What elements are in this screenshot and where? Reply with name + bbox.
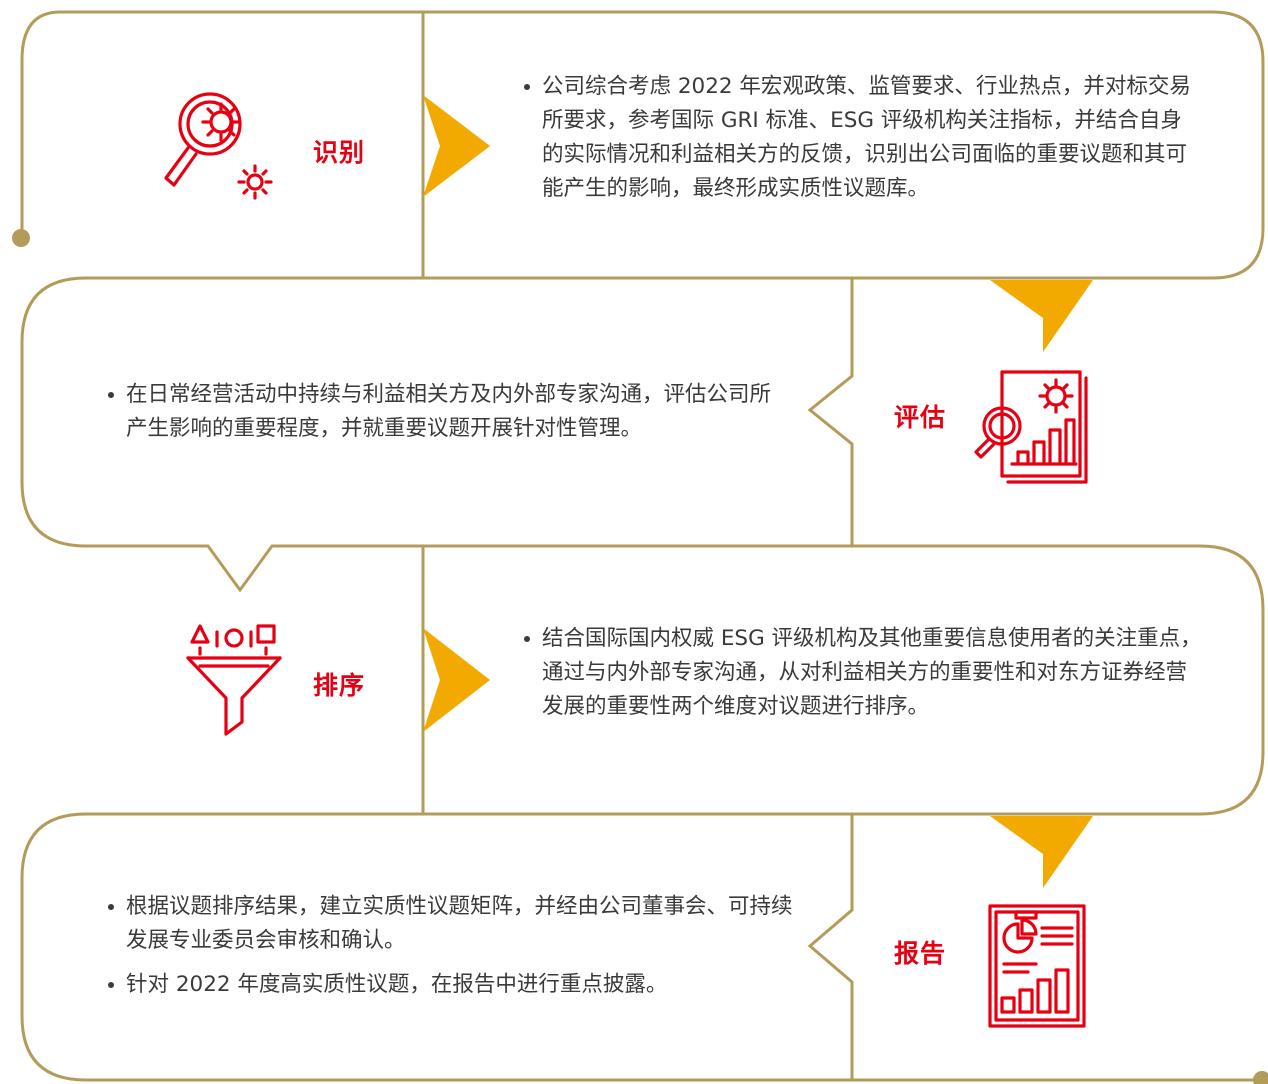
bullet-item: 根据议题排序结果，建立实质性议题矩阵，并经由公司董事会、可持续发展专业委员会审核…	[106, 890, 806, 958]
step-label-identify: 识别	[313, 138, 366, 167]
row-4-frame	[20, 812, 1262, 1082]
report-document-icon	[988, 904, 1086, 1028]
step-label-report: 报告	[894, 939, 947, 968]
row-2-divider-notch	[807, 278, 854, 546]
bullet-item: 结合国际国内权威 ESG 评级机构及其他重要信息使用者的关注重点，通过与内外部专…	[522, 622, 1202, 724]
step-2-description: 在日常经营活动中持续与利益相关方及内外部专家沟通，评估公司所产生影响的重要程度，…	[106, 378, 788, 456]
chevron-right-1	[423, 95, 490, 197]
chevron-down-1	[990, 280, 1093, 352]
report-analysis-icon	[974, 370, 1088, 484]
start-dot	[12, 229, 30, 247]
step-4-description: 根据议题排序结果，建立实质性议题矩阵，并经由公司董事会、可持续发展专业委员会审核…	[106, 890, 806, 1012]
chevron-right-2	[423, 628, 490, 732]
bullet-item: 针对 2022 年度高实质性议题，在报告中进行重点披露。	[106, 968, 806, 1002]
row-1-frame	[60, 10, 1265, 280]
row-3-frame	[852, 544, 1265, 816]
row-2-frame	[20, 276, 852, 593]
step-1-description: 公司综合考虑 2022 年宏观政策、监管要求、行业热点，并对标交易所要求，参考国…	[522, 70, 1202, 216]
funnel-icon	[186, 624, 282, 736]
bullet-item: 在日常经营活动中持续与利益相关方及内外部专家沟通，评估公司所产生影响的重要程度，…	[106, 378, 788, 446]
step-label-prioritize: 排序	[313, 671, 366, 700]
magnifier-gears-icon	[164, 92, 273, 200]
step-3-description: 结合国际国内权威 ESG 评级机构及其他重要信息使用者的关注重点，通过与内外部专…	[522, 622, 1202, 734]
chevron-down-2	[990, 816, 1093, 888]
end-dot	[1253, 1071, 1268, 1084]
step-label-assess: 评估	[894, 403, 947, 432]
bullet-item: 公司综合考虑 2022 年宏观政策、监管要求、行业热点，并对标交易所要求，参考国…	[522, 70, 1202, 206]
row-1-left-edge	[20, 10, 61, 236]
row-4-divider-notch	[807, 814, 854, 1080]
